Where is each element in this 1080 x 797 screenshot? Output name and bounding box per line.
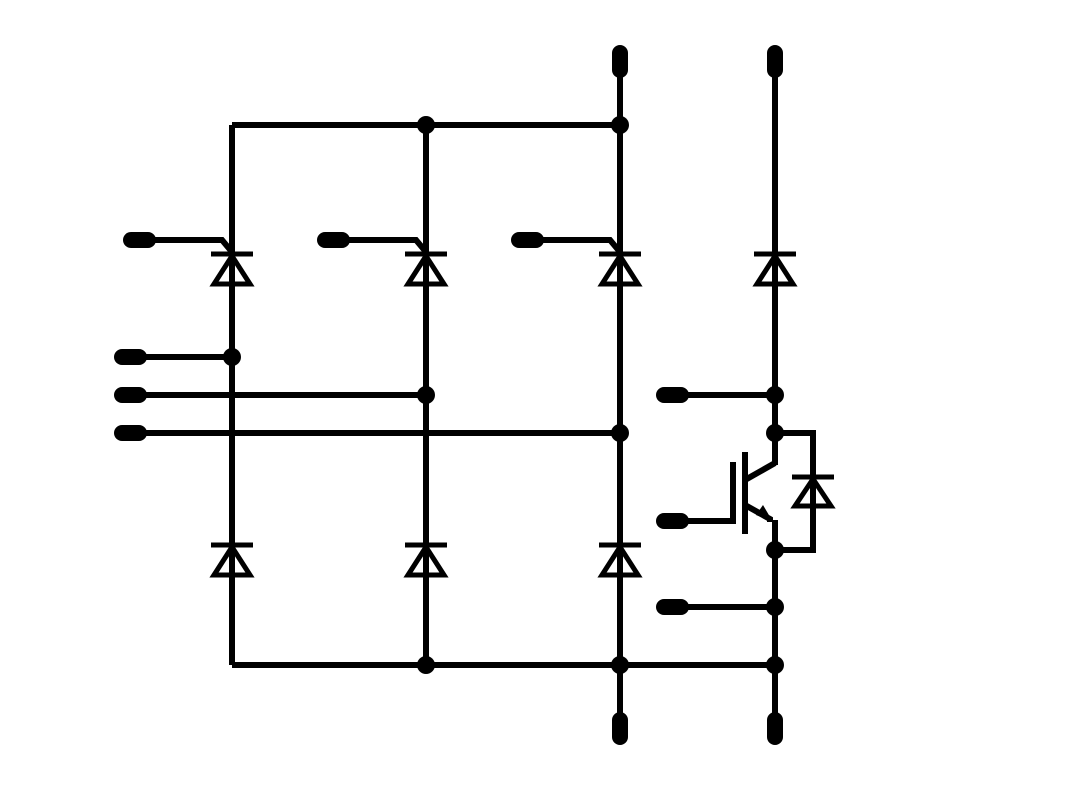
diode-lower-1 — [209, 542, 255, 578]
gate-lead-1 — [135, 237, 235, 254]
terminals — [114, 45, 783, 745]
thyristor-upper-2 — [403, 251, 449, 287]
lower-diodes — [209, 542, 643, 578]
diode-brake-freewheel — [790, 474, 836, 509]
junction-dots — [223, 116, 784, 674]
diode-brake-upper — [752, 251, 798, 287]
gate-lead-3 — [523, 237, 623, 254]
diode-lower-2 — [403, 542, 449, 578]
thyristor-upper-1 — [209, 251, 255, 287]
igbt-brake — [668, 452, 777, 534]
gate-lead-2 — [329, 237, 429, 254]
diode-lower-3 — [597, 542, 643, 578]
upper-thyristors — [209, 251, 643, 287]
thyristor-upper-3 — [597, 251, 643, 287]
freewheel-loop — [775, 430, 816, 553]
wiring — [125, 60, 816, 730]
